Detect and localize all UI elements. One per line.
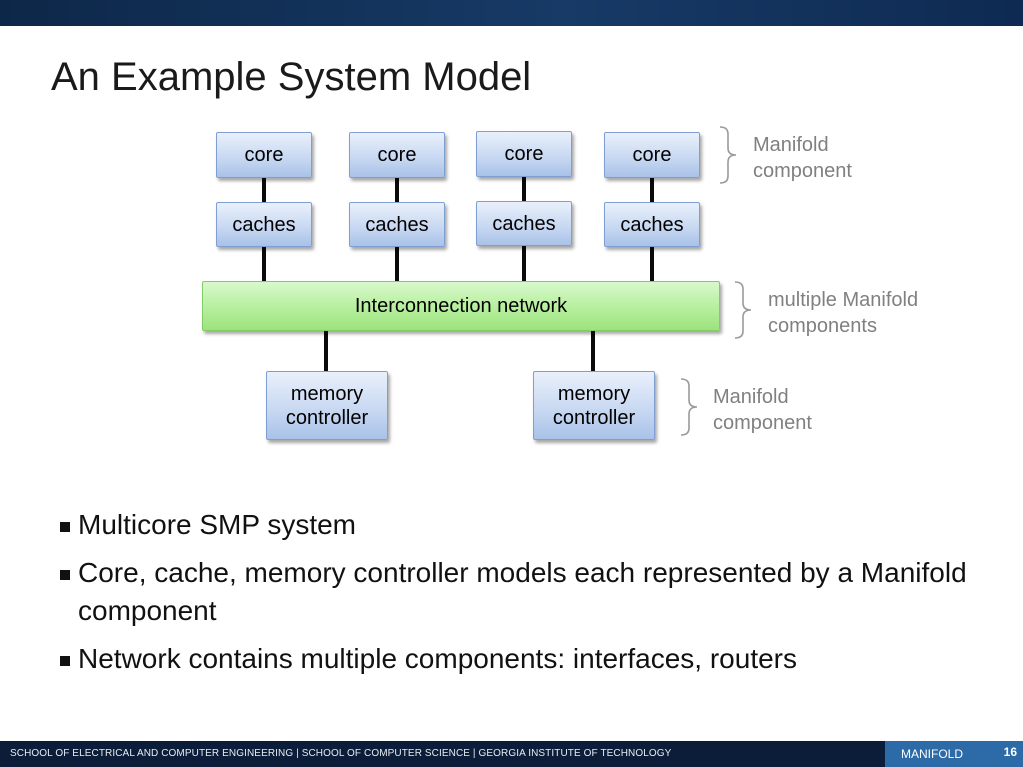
annotation-line2: component	[753, 160, 852, 182]
core-cache-link-4	[650, 178, 654, 202]
footer-tag: MANIFOLD 16	[885, 741, 1023, 767]
manifold-component-annotation: Manifold component	[713, 384, 812, 436]
core-box: core	[349, 132, 445, 178]
curly-brace-icon	[716, 126, 742, 184]
manifold-component-annotation: Manifold component	[753, 132, 852, 184]
bullet-item: Core, cache, memory controller models ea…	[60, 554, 990, 630]
annotation-line1: Manifold	[713, 386, 789, 408]
annotation-line1: Manifold	[753, 134, 829, 156]
memory-controller-box: memory controller	[266, 371, 388, 440]
page-number: 16	[1003, 745, 1017, 759]
header-bar	[0, 0, 1023, 26]
memory-controller-line1: memory	[290, 382, 364, 405]
core-cache-link-1	[262, 178, 266, 202]
memory-controller-line2: controller	[552, 406, 636, 429]
bullet-item: Multicore SMP system	[60, 506, 990, 544]
bullet-text: Core, cache, memory controller models ea…	[78, 557, 967, 626]
core-cache-link-3	[522, 177, 526, 201]
bullet-list: Multicore SMP system Core, cache, memory…	[60, 506, 990, 688]
network-memory-link-2	[591, 331, 595, 371]
core-box: core	[476, 131, 572, 177]
cache-box: caches	[349, 202, 445, 247]
multiple-manifold-components-annotation: multiple Manifold components	[768, 287, 918, 339]
footer-tag-label: MANIFOLD	[901, 747, 964, 761]
cache-network-link-1	[262, 247, 266, 281]
interconnection-network-box: Interconnection network	[202, 281, 720, 331]
annotation-line2: components	[768, 315, 877, 337]
memory-controller-line2: controller	[285, 406, 369, 429]
bullet-item: Network contains multiple components: in…	[60, 640, 990, 678]
square-bullet-icon	[60, 570, 70, 580]
cache-box: caches	[216, 202, 312, 247]
core-box: core	[216, 132, 312, 178]
footer-bar: SCHOOL OF ELECTRICAL AND COMPUTER ENGINE…	[0, 741, 1023, 767]
memory-controller-box: memory controller	[533, 371, 655, 440]
annotation-line2: component	[713, 412, 812, 434]
cache-network-link-3	[522, 246, 526, 281]
cache-network-link-2	[395, 247, 399, 281]
curly-brace-icon	[731, 281, 757, 339]
core-box: core	[604, 132, 700, 178]
curly-brace-icon	[677, 378, 703, 436]
annotation-line1: multiple Manifold	[768, 289, 919, 311]
memory-controller-line1: memory	[557, 382, 631, 405]
bullet-text: Multicore SMP system	[78, 509, 356, 540]
square-bullet-icon	[60, 656, 70, 666]
cache-box: caches	[604, 202, 700, 247]
cache-box: caches	[476, 201, 572, 246]
footer-institution-text: SCHOOL OF ELECTRICAL AND COMPUTER ENGINE…	[10, 748, 672, 759]
square-bullet-icon	[60, 522, 70, 532]
bullet-text: Network contains multiple components: in…	[78, 643, 797, 674]
slide-title: An Example System Model	[51, 55, 532, 99]
cache-network-link-4	[650, 247, 654, 281]
network-memory-link-1	[324, 331, 328, 371]
core-cache-link-2	[395, 178, 399, 202]
